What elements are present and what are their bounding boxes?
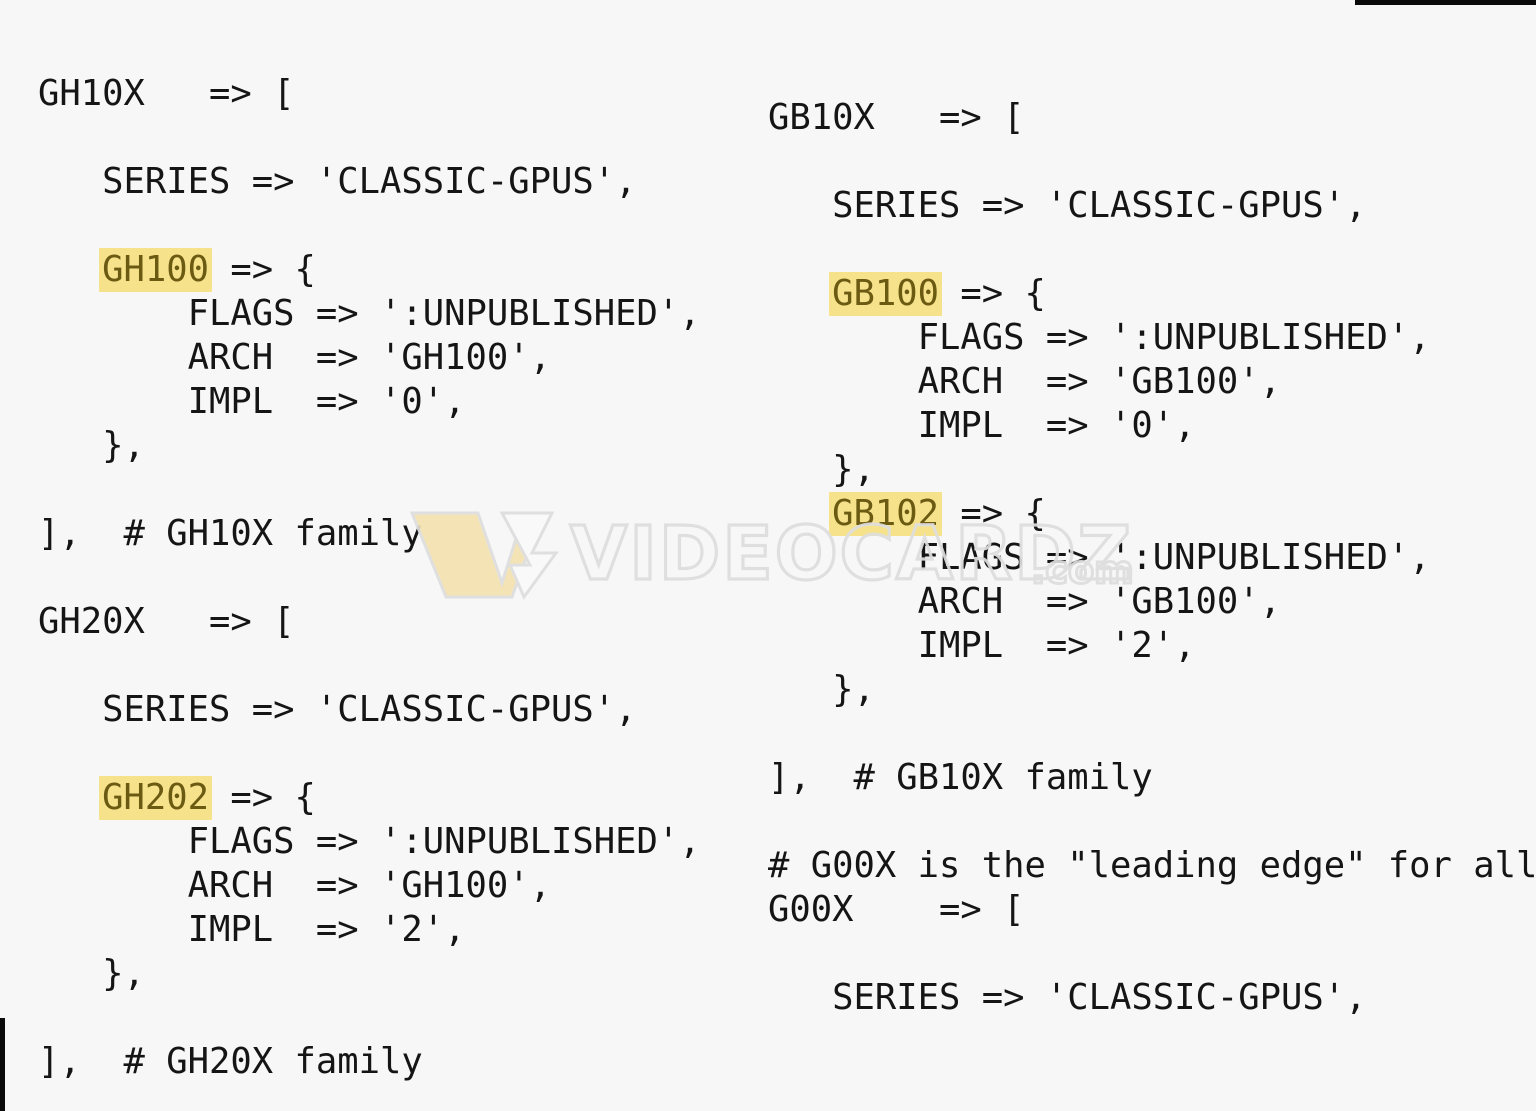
code-line — [768, 140, 1536, 184]
code-line — [768, 712, 1536, 756]
top-scrollbar-strip[interactable] — [1355, 0, 1536, 5]
code-line — [768, 228, 1536, 272]
code-line: GH20X => [ — [38, 600, 295, 642]
code-line: ], # GB10X family — [768, 756, 1153, 798]
code-line: FLAGS => ':UNPUBLISHED', — [768, 316, 1431, 358]
code-line: IMPL => '0', — [768, 404, 1196, 446]
code-line — [38, 644, 701, 688]
code-line: IMPL => '0', — [38, 380, 466, 422]
code-column-right[interactable]: GB10X => [ SERIES => 'CLASSIC-GPUS', GB1… — [768, 96, 1536, 1020]
code-line: G00X => [ — [768, 888, 1025, 930]
code-tail: => { — [209, 776, 316, 818]
code-line: ARCH => 'GB100', — [768, 580, 1281, 622]
code-line: # G00X is the "leading edge" for all — [768, 844, 1536, 886]
code-indent — [768, 493, 832, 534]
code-line: GH10X => [ — [38, 72, 295, 114]
code-indent — [768, 273, 832, 314]
highlighted-chip-token[interactable]: GH202 — [99, 775, 212, 820]
highlighted-chip-token[interactable]: GB100 — [829, 271, 942, 316]
code-line: GH202 => { — [38, 775, 701, 820]
code-line: ], # GH20X family — [38, 1040, 423, 1082]
code-line — [38, 116, 701, 160]
code-tail: => { — [939, 272, 1046, 314]
code-line: SERIES => 'CLASSIC-GPUS', — [768, 976, 1367, 1018]
code-line: SERIES => 'CLASSIC-GPUS', — [38, 688, 637, 730]
code-line — [38, 468, 701, 512]
code-line: }, — [38, 424, 145, 466]
code-line: GH100 => { — [38, 247, 701, 292]
code-line: FLAGS => ':UNPUBLISHED', — [38, 820, 701, 862]
code-line — [768, 932, 1536, 976]
code-indent — [38, 777, 102, 818]
code-line: GB102 => { — [768, 491, 1536, 536]
code-line: ], # GH10X family — [38, 512, 423, 554]
code-line: ARCH => 'GB100', — [768, 360, 1281, 402]
code-line: IMPL => '2', — [38, 908, 466, 950]
highlighted-chip-token[interactable]: GB102 — [829, 491, 942, 536]
code-line: }, — [768, 668, 875, 710]
code-line: GB100 => { — [768, 271, 1536, 316]
code-line: IMPL => '2', — [768, 624, 1196, 666]
code-line: FLAGS => ':UNPUBLISHED', — [768, 536, 1431, 578]
code-line: }, — [768, 448, 875, 490]
code-indent — [38, 249, 102, 290]
code-tail: => { — [939, 492, 1046, 534]
code-line — [38, 204, 701, 248]
left-scrollbar-strip[interactable] — [0, 1018, 5, 1111]
code-line — [38, 556, 701, 600]
code-line: ARCH => 'GH100', — [38, 336, 551, 378]
code-line — [768, 800, 1536, 844]
code-line: FLAGS => ':UNPUBLISHED', — [38, 292, 701, 334]
highlighted-chip-token[interactable]: GH100 — [99, 247, 212, 292]
code-line: SERIES => 'CLASSIC-GPUS', — [768, 184, 1367, 226]
code-line: }, — [38, 952, 145, 994]
code-line: SERIES => 'CLASSIC-GPUS', — [38, 160, 637, 202]
code-line — [38, 732, 701, 776]
code-line: ARCH => 'GH100', — [38, 864, 551, 906]
code-tail: => { — [209, 248, 316, 290]
code-line — [38, 996, 701, 1040]
code-column-left[interactable]: GH10X => [ SERIES => 'CLASSIC-GPUS', GH1… — [38, 72, 701, 1084]
code-line: GB10X => [ — [768, 96, 1025, 138]
